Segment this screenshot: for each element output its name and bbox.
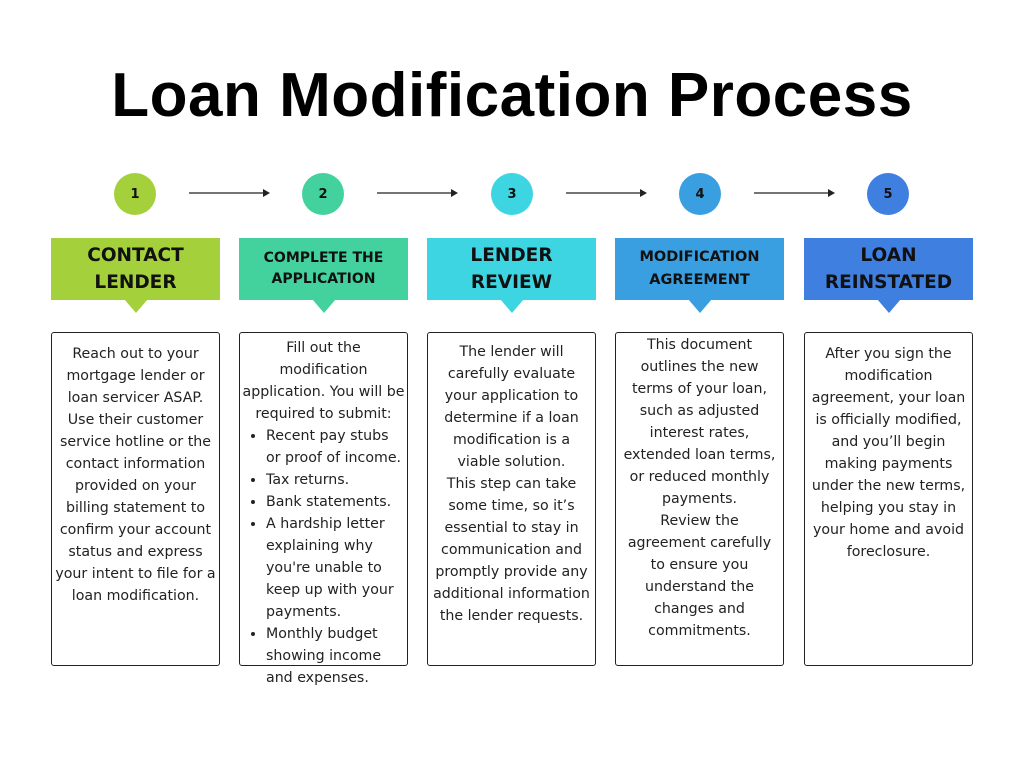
step-heading-label: LOAN REINSTATED bbox=[824, 245, 953, 293]
step-heading-complete-application: COMPLETE THE APPLICATION bbox=[239, 238, 408, 313]
step-number-3: 3 bbox=[491, 173, 533, 215]
list-item: A hardship letter explaining why you're … bbox=[266, 513, 405, 623]
step-heading-lender-review: LENDER REVIEW bbox=[427, 238, 596, 313]
required-documents-list: Recent pay stubs or proof of income. Tax… bbox=[242, 425, 405, 689]
step-heading-label: COMPLETE THE APPLICATION bbox=[263, 250, 384, 287]
step-number-4: 4 bbox=[679, 173, 721, 215]
step-heading-label: CONTACT LENDER bbox=[87, 245, 184, 293]
caret-down-icon bbox=[311, 299, 336, 313]
step-number-2: 2 bbox=[302, 173, 344, 215]
step-description-3: The lender will carefully evaluate your … bbox=[427, 332, 596, 666]
caret-down-icon bbox=[876, 299, 901, 313]
page-title: Loan Modification Process bbox=[111, 61, 913, 130]
step-description-text: The lender will carefully evaluate your … bbox=[444, 344, 579, 470]
step-heading-modification-agreement: MODIFICATION AGREEMENT bbox=[615, 238, 784, 313]
right-arrow-icon bbox=[189, 189, 270, 197]
step-number-1: 1 bbox=[114, 173, 156, 215]
step-heading-contact-lender: CONTACT LENDER bbox=[51, 238, 220, 313]
caret-down-icon bbox=[687, 299, 712, 313]
right-arrow-icon bbox=[754, 189, 835, 197]
list-item: Monthly budget showing income and expens… bbox=[266, 623, 405, 689]
step-description-intro: Fill out the modification application. Y… bbox=[242, 340, 405, 422]
list-item: Recent pay stubs or proof of income. bbox=[266, 425, 405, 469]
step-description-text-2: This step can take some time, so it’s es… bbox=[433, 476, 590, 624]
step-description-text: This document outlines the new terms of … bbox=[623, 337, 776, 507]
right-arrow-icon bbox=[377, 189, 458, 197]
right-arrow-icon bbox=[566, 189, 647, 197]
step-heading-label: MODIFICATION AGREEMENT bbox=[639, 249, 760, 288]
caret-down-icon bbox=[499, 299, 524, 313]
step-number-5: 5 bbox=[867, 173, 909, 215]
step-description-5: After you sign the modification agreemen… bbox=[804, 332, 973, 666]
step-heading-loan-reinstated: LOAN REINSTATED bbox=[804, 238, 973, 313]
step-description-text: After you sign the modification agreemen… bbox=[811, 346, 966, 560]
list-item: Tax returns. bbox=[266, 469, 405, 491]
step-heading-label: LENDER REVIEW bbox=[470, 245, 553, 293]
step-description-text-2: Review the agreement carefully to ensure… bbox=[627, 513, 772, 639]
step-description-text: Reach out to your mortgage lender or loa… bbox=[55, 346, 216, 604]
step-description-2: Fill out the modification application. Y… bbox=[239, 332, 408, 686]
caret-down-icon bbox=[123, 299, 148, 313]
step-description-1: Reach out to your mortgage lender or loa… bbox=[51, 332, 220, 666]
step-description-4: This document outlines the new terms of … bbox=[615, 332, 784, 666]
list-item: Bank statements. bbox=[266, 491, 405, 513]
